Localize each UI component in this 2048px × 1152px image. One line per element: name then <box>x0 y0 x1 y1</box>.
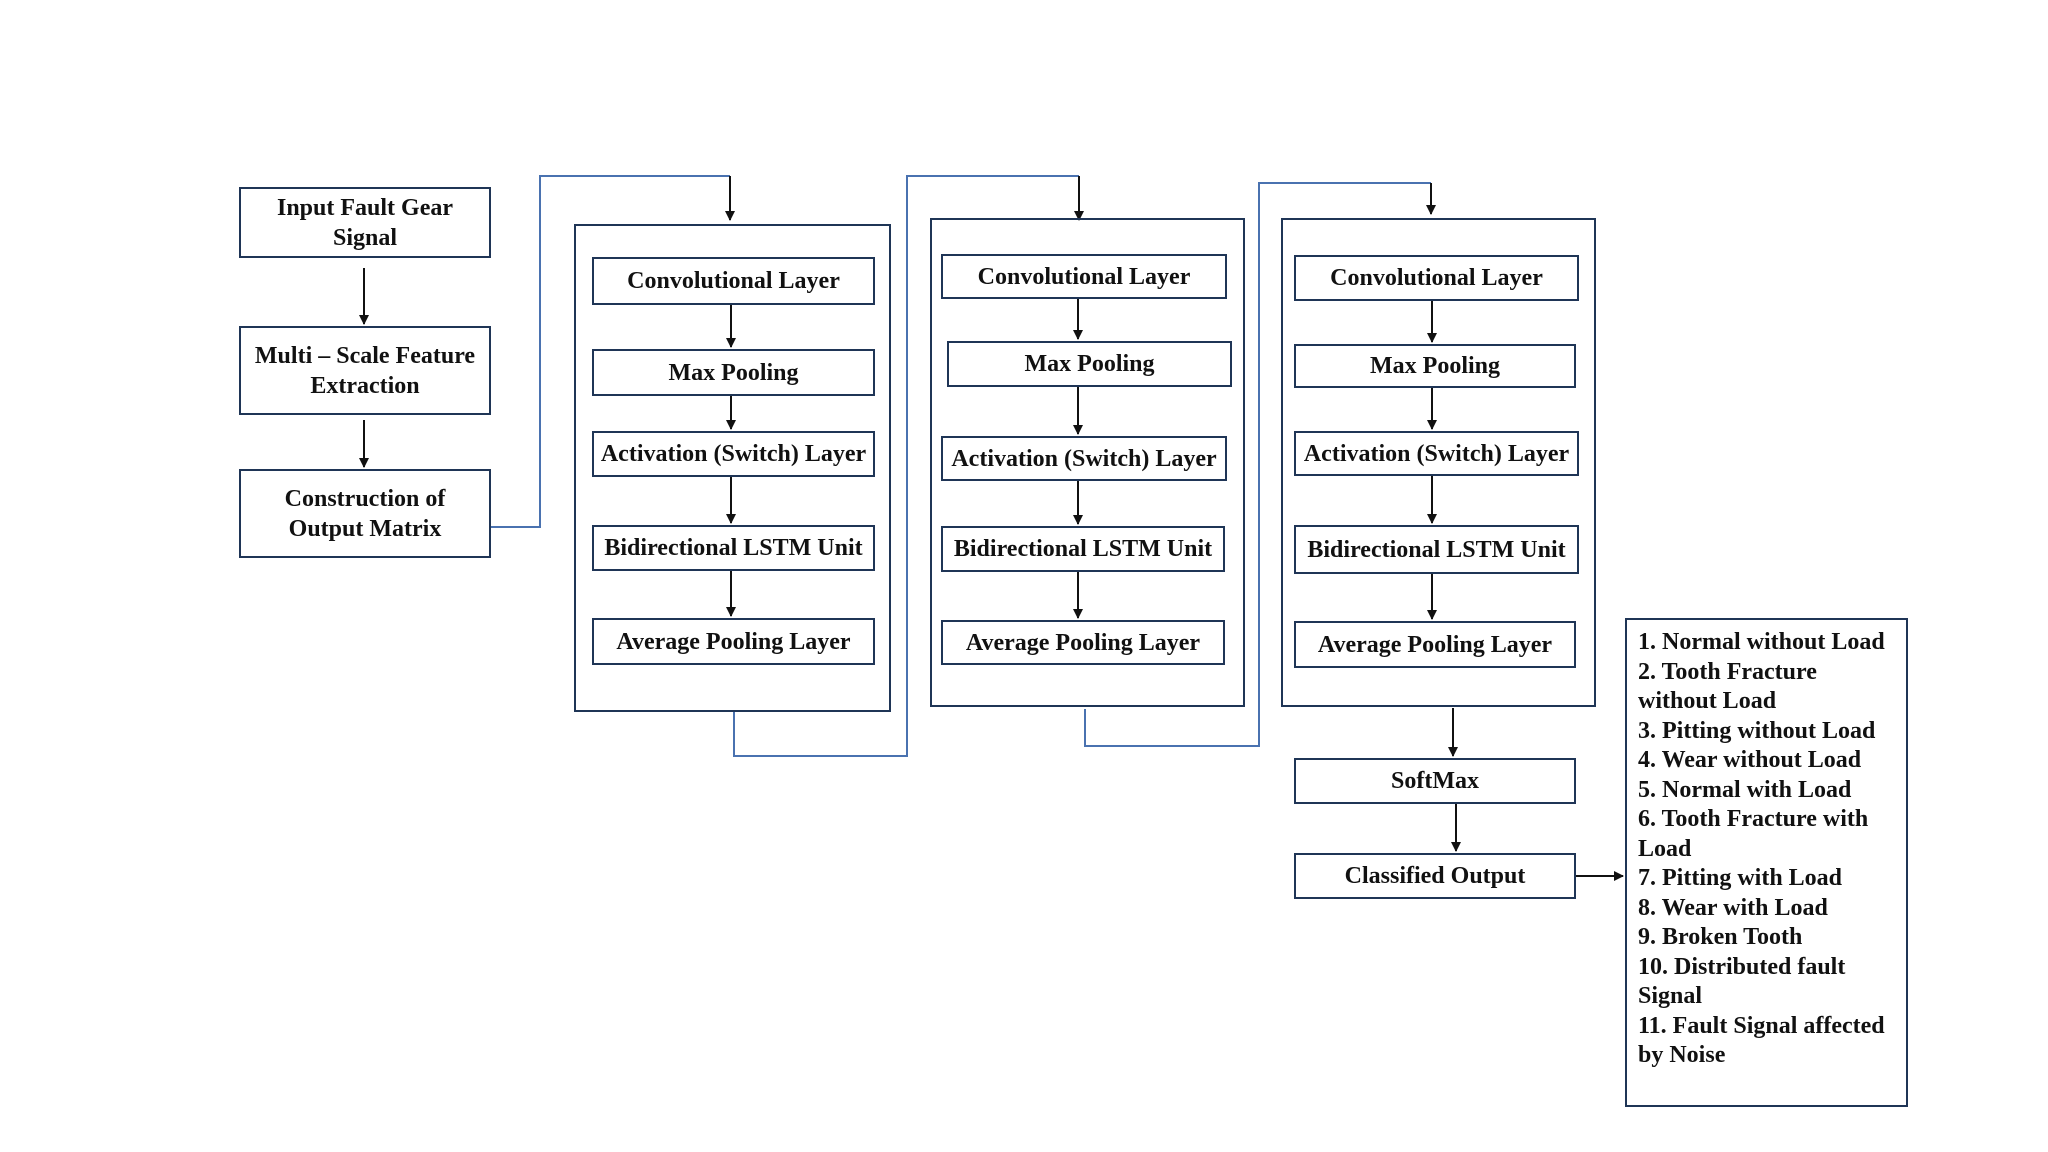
stage-3-avg-pooling-layer: Average Pooling Layer <box>1294 621 1576 668</box>
stage-2-bilstm-unit: Bidirectional LSTM Unit <box>941 526 1225 572</box>
stage-1-max-pooling: Max Pooling <box>592 349 875 396</box>
fault-class-item: 1. Normal without Load <box>1638 629 1885 655</box>
fault-class-item: 11. Fault Signal affected by Noise <box>1638 1012 1885 1069</box>
fault-class-item: 6. Tooth Fracture with Load <box>1638 806 1869 862</box>
fault-classes-list: 1. Normal without Load 2. Tooth Fracture… <box>1638 628 1896 1071</box>
classified-output-box: Classified Output <box>1294 853 1576 899</box>
stage-3-activation-layer: Activation (Switch) Layer <box>1294 431 1579 476</box>
stage-3-conv-layer: Convolutional Layer <box>1294 255 1579 301</box>
input-signal-box: Input Fault Gear Signal <box>239 187 491 258</box>
fault-class-item: 5. Normal with Load <box>1638 776 1852 803</box>
stage-1-conv-layer: Convolutional Layer <box>592 257 875 305</box>
feature-extraction-box: Multi – Scale Feature Extraction <box>239 326 491 415</box>
softmax-box: SoftMax <box>1294 758 1576 804</box>
fault-class-item: 9. Broken Tooth <box>1638 924 1803 950</box>
output-matrix-box: Construction of Output Matrix <box>239 469 491 558</box>
stage-1-avg-pooling-layer: Average Pooling Layer <box>592 618 875 665</box>
connector-stage-2-to-stage-3 <box>1084 182 1431 747</box>
fault-class-item: 3. Pitting without Load <box>1638 717 1876 744</box>
stage-2-avg-pooling-layer: Average Pooling Layer <box>941 620 1225 665</box>
stage-1-bilstm-unit: Bidirectional LSTM Unit <box>592 525 875 571</box>
stage-3-bilstm-unit: Bidirectional LSTM Unit <box>1294 525 1579 574</box>
stage-1-group <box>574 224 891 712</box>
fault-class-item: 10. Distributed fault Signal <box>1638 953 1846 1010</box>
stage-2-group <box>930 218 1245 707</box>
stage-2-conv-layer: Convolutional Layer <box>941 254 1227 299</box>
stage-2-activation-layer: Activation (Switch) Layer <box>941 436 1227 481</box>
stage-1-activation-layer: Activation (Switch) Layer <box>592 431 875 477</box>
fault-class-item: 2. Tooth Fracture without Load <box>1638 658 1817 715</box>
fault-classes-box: 1. Normal without Load 2. Tooth Fracture… <box>1625 618 1908 1107</box>
connector-matrix-to-stage-1 <box>491 175 730 528</box>
fault-class-item: 4. Wear without Load <box>1638 747 1862 773</box>
fault-class-item: 8. Wear with Load <box>1638 894 1828 921</box>
fault-class-item: 7. Pitting with Load <box>1638 865 1843 891</box>
stage-3-group <box>1281 218 1596 707</box>
stage-2-max-pooling: Max Pooling <box>947 341 1232 387</box>
connector-stage-1-to-stage-2 <box>733 175 1079 757</box>
stage-3-max-pooling: Max Pooling <box>1294 344 1576 388</box>
